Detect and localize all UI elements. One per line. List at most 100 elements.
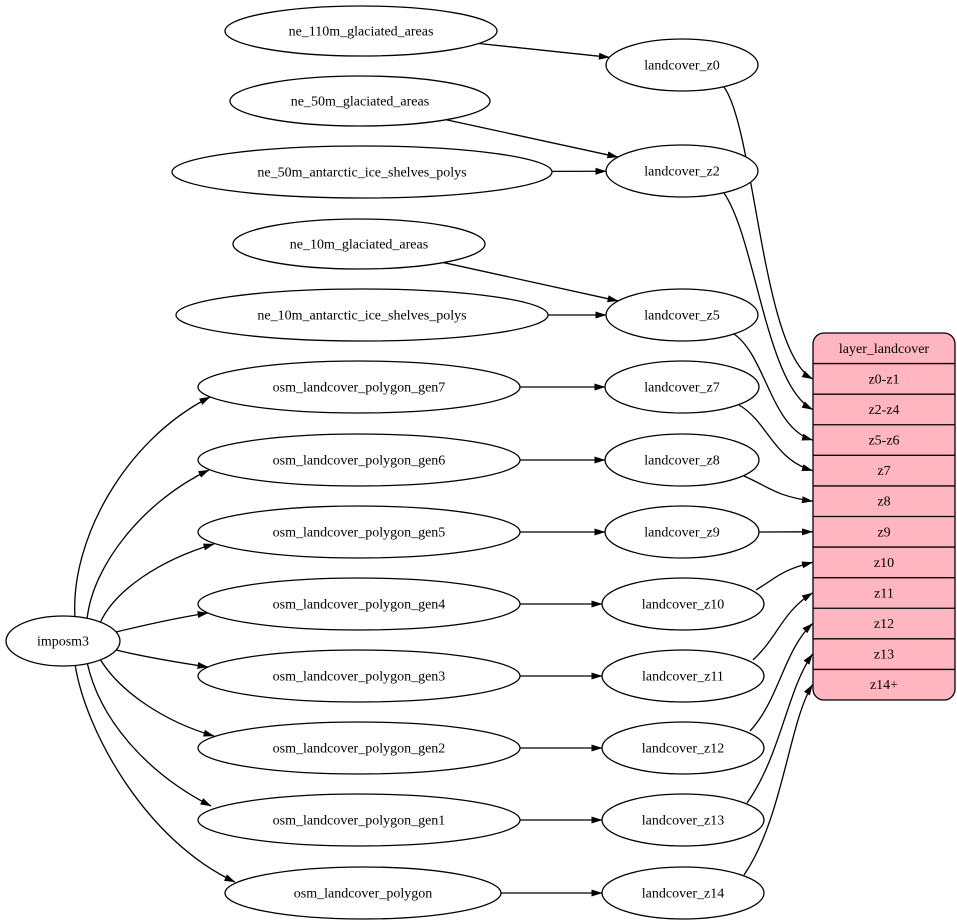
edge-landcover_z8-to-row-z8 bbox=[743, 475, 813, 504]
node-ellipse-landcover_z9 bbox=[604, 505, 760, 559]
node-ellipse-ne_10m_antarctic_ice_shelves_polys bbox=[175, 288, 549, 342]
node-label-imposm3: imposm3 bbox=[37, 635, 89, 650]
table-row-z12: z12 bbox=[874, 617, 894, 632]
edge-imposm3-to-osm_landcover_polygon_gen4 bbox=[115, 611, 209, 633]
edge-landcover_z7-to-row-z7 bbox=[738, 404, 813, 472]
node-ellipse-ne_50m_glaciated_areas bbox=[229, 75, 491, 127]
table-row-z14+: z14+ bbox=[870, 678, 898, 693]
edge-ne_110m_glaciated_areas-to-landcover_z0 bbox=[478, 42, 610, 60]
node-label-ne_110m_glaciated_areas: ne_110m_glaciated_areas bbox=[289, 25, 434, 40]
node-ellipse-ne_10m_glaciated_areas bbox=[232, 218, 486, 270]
edge-landcover_z14-to-row-z14+ bbox=[743, 684, 814, 876]
edge-landcover_z5-to-row-z5-z6 bbox=[733, 333, 813, 441]
node-osm_landcover_polygon_gen5: osm_landcover_polygon_gen5 bbox=[197, 505, 521, 559]
node-ne_50m_glaciated_areas: ne_50m_glaciated_areas bbox=[229, 75, 491, 127]
edges-layer bbox=[74, 42, 814, 897]
node-ellipse-osm_landcover_polygon_gen4 bbox=[197, 577, 521, 631]
node-label-landcover_z12: landcover_z12 bbox=[642, 742, 724, 757]
table-row-z2-z4: z2-z4 bbox=[868, 403, 899, 418]
node-landcover_z11: landcover_z11 bbox=[601, 649, 765, 703]
node-landcover_z7: landcover_z7 bbox=[604, 360, 760, 414]
node-ellipse-landcover_z8 bbox=[604, 433, 760, 487]
edge-imposm3-to-osm_landcover_polygon_gen1 bbox=[86, 661, 212, 807]
node-label-ne_10m_glaciated_areas: ne_10m_glaciated_areas bbox=[290, 238, 428, 253]
node-osm_landcover_polygon_gen7: osm_landcover_polygon_gen7 bbox=[197, 360, 521, 414]
node-osm_landcover_polygon_gen3: osm_landcover_polygon_gen3 bbox=[197, 649, 521, 703]
edge-imposm3-to-osm_landcover_polygon_gen6 bbox=[86, 469, 210, 621]
node-label-landcover_z9: landcover_z9 bbox=[644, 526, 719, 541]
node-label-osm_landcover_polygon_gen1: osm_landcover_polygon_gen1 bbox=[273, 814, 446, 829]
node-ne_110m_glaciated_areas: ne_110m_glaciated_areas bbox=[224, 5, 498, 57]
edge-landcover_z13-to-row-z13 bbox=[746, 653, 814, 804]
table-layer_landcover: layer_landcoverz0-z1z2-z4z5-z6z7z8z9z10z… bbox=[812, 332, 956, 701]
table-row-z11: z11 bbox=[874, 586, 894, 601]
node-ellipse-osm_landcover_polygon_gen3 bbox=[197, 649, 521, 703]
node-label-ne_50m_glaciated_areas: ne_50m_glaciated_areas bbox=[291, 95, 429, 110]
table-row-z5-z6: z5-z6 bbox=[868, 434, 899, 449]
node-label-landcover_z14: landcover_z14 bbox=[642, 887, 724, 902]
node-landcover_z0: landcover_z0 bbox=[605, 38, 759, 92]
node-ellipse-landcover_z0 bbox=[605, 38, 759, 92]
node-label-osm_landcover_polygon_gen7: osm_landcover_polygon_gen7 bbox=[273, 381, 446, 396]
table-row-z8: z8 bbox=[877, 495, 890, 510]
edge-imposm3-to-osm_landcover_polygon_gen3 bbox=[115, 649, 209, 669]
node-ellipse-landcover_z11 bbox=[601, 649, 765, 703]
node-ellipse-landcover_z13 bbox=[601, 793, 765, 847]
node-label-landcover_z10: landcover_z10 bbox=[642, 598, 724, 613]
node-osm_landcover_polygon_gen2: osm_landcover_polygon_gen2 bbox=[197, 721, 521, 775]
node-imposm3: imposm3 bbox=[5, 615, 121, 667]
node-label-landcover_z5: landcover_z5 bbox=[644, 309, 719, 324]
node-label-osm_landcover_polygon_gen5: osm_landcover_polygon_gen5 bbox=[273, 526, 446, 541]
node-landcover_z8: landcover_z8 bbox=[604, 433, 760, 487]
node-label-landcover_z7: landcover_z7 bbox=[644, 381, 719, 396]
node-label-osm_landcover_polygon_gen2: osm_landcover_polygon_gen2 bbox=[273, 742, 446, 757]
node-ellipse-landcover_z2 bbox=[605, 144, 759, 198]
node-landcover_z10: landcover_z10 bbox=[601, 577, 765, 631]
node-label-osm_landcover_polygon_gen4: osm_landcover_polygon_gen4 bbox=[273, 598, 446, 613]
node-osm_landcover_polygon: osm_landcover_polygon bbox=[224, 866, 502, 920]
node-osm_landcover_polygon_gen6: osm_landcover_polygon_gen6 bbox=[197, 433, 521, 487]
node-ne_10m_glaciated_areas: ne_10m_glaciated_areas bbox=[232, 218, 486, 270]
node-osm_landcover_polygon_gen1: osm_landcover_polygon_gen1 bbox=[197, 793, 521, 847]
node-landcover_z5: landcover_z5 bbox=[605, 288, 759, 342]
table-title: layer_landcover bbox=[839, 342, 930, 357]
node-ellipse-landcover_z12 bbox=[601, 721, 765, 775]
edge-landcover_z11-to-row-z11 bbox=[752, 592, 813, 661]
node-landcover_z14: landcover_z14 bbox=[601, 866, 765, 920]
node-label-landcover_z0: landcover_z0 bbox=[644, 59, 719, 74]
node-ellipse-osm_landcover_polygon_gen5 bbox=[197, 505, 521, 559]
table-row-z10: z10 bbox=[874, 556, 894, 571]
node-label-ne_50m_antarctic_ice_shelves_polys: ne_50m_antarctic_ice_shelves_polys bbox=[257, 166, 466, 181]
node-ellipse-landcover_z7 bbox=[604, 360, 760, 414]
node-ellipse-imposm3 bbox=[5, 615, 121, 667]
node-ellipse-ne_110m_glaciated_areas bbox=[224, 5, 498, 57]
node-ellipse-osm_landcover_polygon_gen1 bbox=[197, 793, 521, 847]
node-label-landcover_z2: landcover_z2 bbox=[644, 165, 719, 180]
edge-landcover_z12-to-row-z12 bbox=[749, 623, 813, 732]
edge-ne_10m_glaciated_areas-to-landcover_z5 bbox=[443, 261, 619, 303]
edge-imposm3-to-osm_landcover_polygon_gen2 bbox=[99, 658, 215, 737]
node-label-ne_10m_antarctic_ice_shelves_polys: ne_10m_antarctic_ice_shelves_polys bbox=[257, 309, 466, 324]
node-ellipse-osm_landcover_polygon_gen6 bbox=[197, 433, 521, 487]
edge-ne_50m_glaciated_areas-to-landcover_z2 bbox=[445, 119, 619, 159]
edge-imposm3-to-osm_landcover_polygon_gen5 bbox=[99, 543, 215, 624]
node-label-osm_landcover_polygon_gen6: osm_landcover_polygon_gen6 bbox=[273, 454, 446, 469]
node-label-osm_landcover_polygon: osm_landcover_polygon bbox=[294, 887, 432, 902]
node-ellipse-landcover_z5 bbox=[605, 288, 759, 342]
node-landcover_z9: landcover_z9 bbox=[604, 505, 760, 559]
edge-imposm3-to-osm_landcover_polygon_gen7 bbox=[74, 396, 211, 619]
node-landcover_z2: landcover_z2 bbox=[605, 144, 759, 198]
node-osm_landcover_polygon_gen4: osm_landcover_polygon_gen4 bbox=[197, 577, 521, 631]
node-ellipse-landcover_z10 bbox=[601, 577, 765, 631]
edge-landcover_z2-to-row-z2-z4 bbox=[723, 192, 813, 411]
node-label-landcover_z11: landcover_z11 bbox=[642, 670, 724, 685]
node-label-landcover_z8: landcover_z8 bbox=[644, 454, 719, 469]
node-landcover_z12: landcover_z12 bbox=[601, 721, 765, 775]
edge-imposm3-to-osm_landcover_polygon bbox=[74, 663, 236, 883]
edge-landcover_z0-to-row-z0-z1 bbox=[723, 86, 813, 380]
node-ne_50m_antarctic_ice_shelves_polys: ne_50m_antarctic_ice_shelves_polys bbox=[171, 145, 553, 199]
node-ellipse-landcover_z14 bbox=[601, 866, 765, 920]
node-ellipse-osm_landcover_polygon_gen7 bbox=[197, 360, 521, 414]
